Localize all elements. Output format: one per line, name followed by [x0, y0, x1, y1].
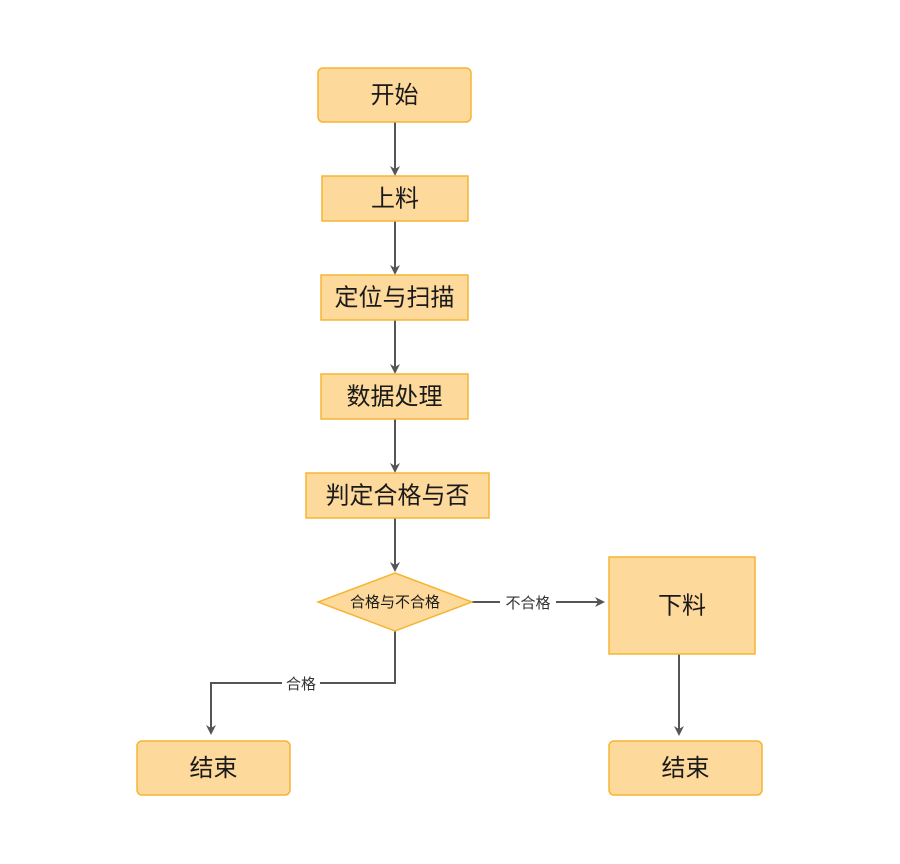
node-load: 上料	[321, 175, 469, 222]
node-judge-label: 判定合格与否	[326, 482, 470, 510]
node-decision-label: 合格与不合格	[350, 593, 440, 611]
node-decision: 合格与不合格	[315, 572, 475, 632]
node-end-right-label: 结束	[662, 754, 710, 782]
edge-label-pass: 合格	[282, 673, 320, 693]
edge-label-fail-text: 不合格	[505, 594, 550, 612]
node-locate-scan-label: 定位与扫描	[335, 284, 455, 312]
node-end-left-label: 结束	[190, 754, 238, 782]
node-start-label: 开始	[371, 81, 419, 109]
node-end-right: 结束	[608, 740, 763, 796]
edge-label-pass-text: 合格	[286, 675, 316, 693]
node-unload: 下料	[608, 556, 756, 655]
node-end-left: 结束	[136, 740, 291, 796]
node-judge: 判定合格与否	[305, 472, 490, 519]
node-start: 开始	[317, 67, 472, 123]
node-load-label: 上料	[371, 185, 419, 213]
node-unload-label: 下料	[658, 592, 706, 620]
node-data-processing: 数据处理	[320, 373, 469, 420]
edge-label-fail: 不合格	[500, 592, 556, 612]
node-locate-scan: 定位与扫描	[320, 274, 469, 321]
node-data-processing-label: 数据处理	[347, 383, 443, 411]
